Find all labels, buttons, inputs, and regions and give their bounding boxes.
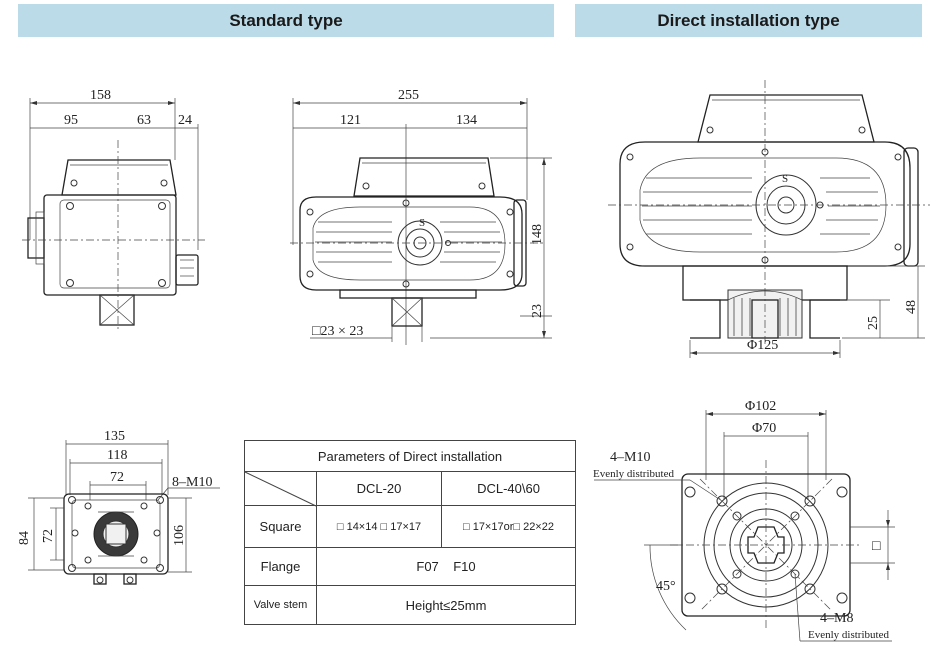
flange-view: Φ102 Φ70 4–M10 Evenly distributed	[593, 399, 895, 642]
direct-dial-s-label: S	[782, 173, 788, 185]
dim-72-left: 72	[41, 529, 56, 543]
dim-121: 121	[340, 113, 361, 128]
dim-95: 95	[64, 113, 78, 128]
table-cell: F07 F10	[316, 547, 576, 586]
dim-square-23: □23 × 23	[312, 324, 363, 339]
header-direct-installation-type: Direct installation type	[575, 4, 922, 37]
header-standard-type: Standard type	[18, 4, 554, 37]
dim-23: 23	[530, 304, 545, 318]
dim-255: 255	[398, 88, 419, 103]
dim-106: 106	[172, 525, 187, 546]
side-view: 158 95 63 24	[22, 88, 205, 332]
table-row-label: Valve stem	[244, 585, 317, 625]
dim-118: 118	[107, 448, 127, 463]
note-8-m10: 8–M10	[172, 475, 212, 490]
dim-diameter-102: Φ102	[745, 399, 776, 414]
table-row-label: Square	[244, 505, 317, 548]
bottom-view: 135 118 72 8–M10 84	[17, 429, 220, 585]
table-row-label: Flange	[244, 547, 317, 586]
note-4-m8-sub: Evenly distributed	[808, 629, 889, 641]
table-corner-cell	[244, 471, 317, 506]
front-view: 255 121 134 148 23	[290, 88, 552, 345]
dim-135: 135	[104, 429, 125, 444]
table-col-dcl-40-60: DCL-40\60	[441, 471, 576, 506]
dim-158: 158	[90, 88, 111, 103]
direct-installation-view: S Φ125 25 48	[608, 80, 930, 358]
dim-84: 84	[17, 531, 32, 545]
note-4-m10: 4–M10	[610, 450, 650, 465]
note-4-m8: 4–M8	[820, 611, 853, 626]
dim-148: 148	[530, 224, 545, 245]
table-cell: □ 14×14 □ 17×17	[316, 505, 442, 548]
dim-25: 25	[866, 316, 881, 330]
parameters-table: Parameters of Direct installation DCL-20…	[244, 440, 576, 625]
table-cell: □ 17×17or□ 22×22	[441, 505, 576, 548]
dim-63: 63	[137, 113, 151, 128]
dim-24: 24	[178, 113, 192, 128]
square-symbol: □	[872, 539, 881, 554]
note-4-m10-sub: Evenly distributed	[593, 468, 674, 480]
dim-diameter-70: Φ70	[752, 421, 776, 436]
table-col-dcl-20: DCL-20	[316, 471, 442, 506]
dim-134: 134	[456, 113, 477, 128]
table-title: Parameters of Direct installation	[244, 440, 576, 472]
dial-s-label: S	[419, 217, 425, 229]
table-cell: Height≤25mm	[316, 585, 576, 625]
dim-48: 48	[904, 300, 919, 314]
dim-diameter-125: Φ125	[747, 338, 778, 353]
angle-45: 45°	[656, 579, 676, 594]
dim-72-top: 72	[110, 470, 124, 485]
